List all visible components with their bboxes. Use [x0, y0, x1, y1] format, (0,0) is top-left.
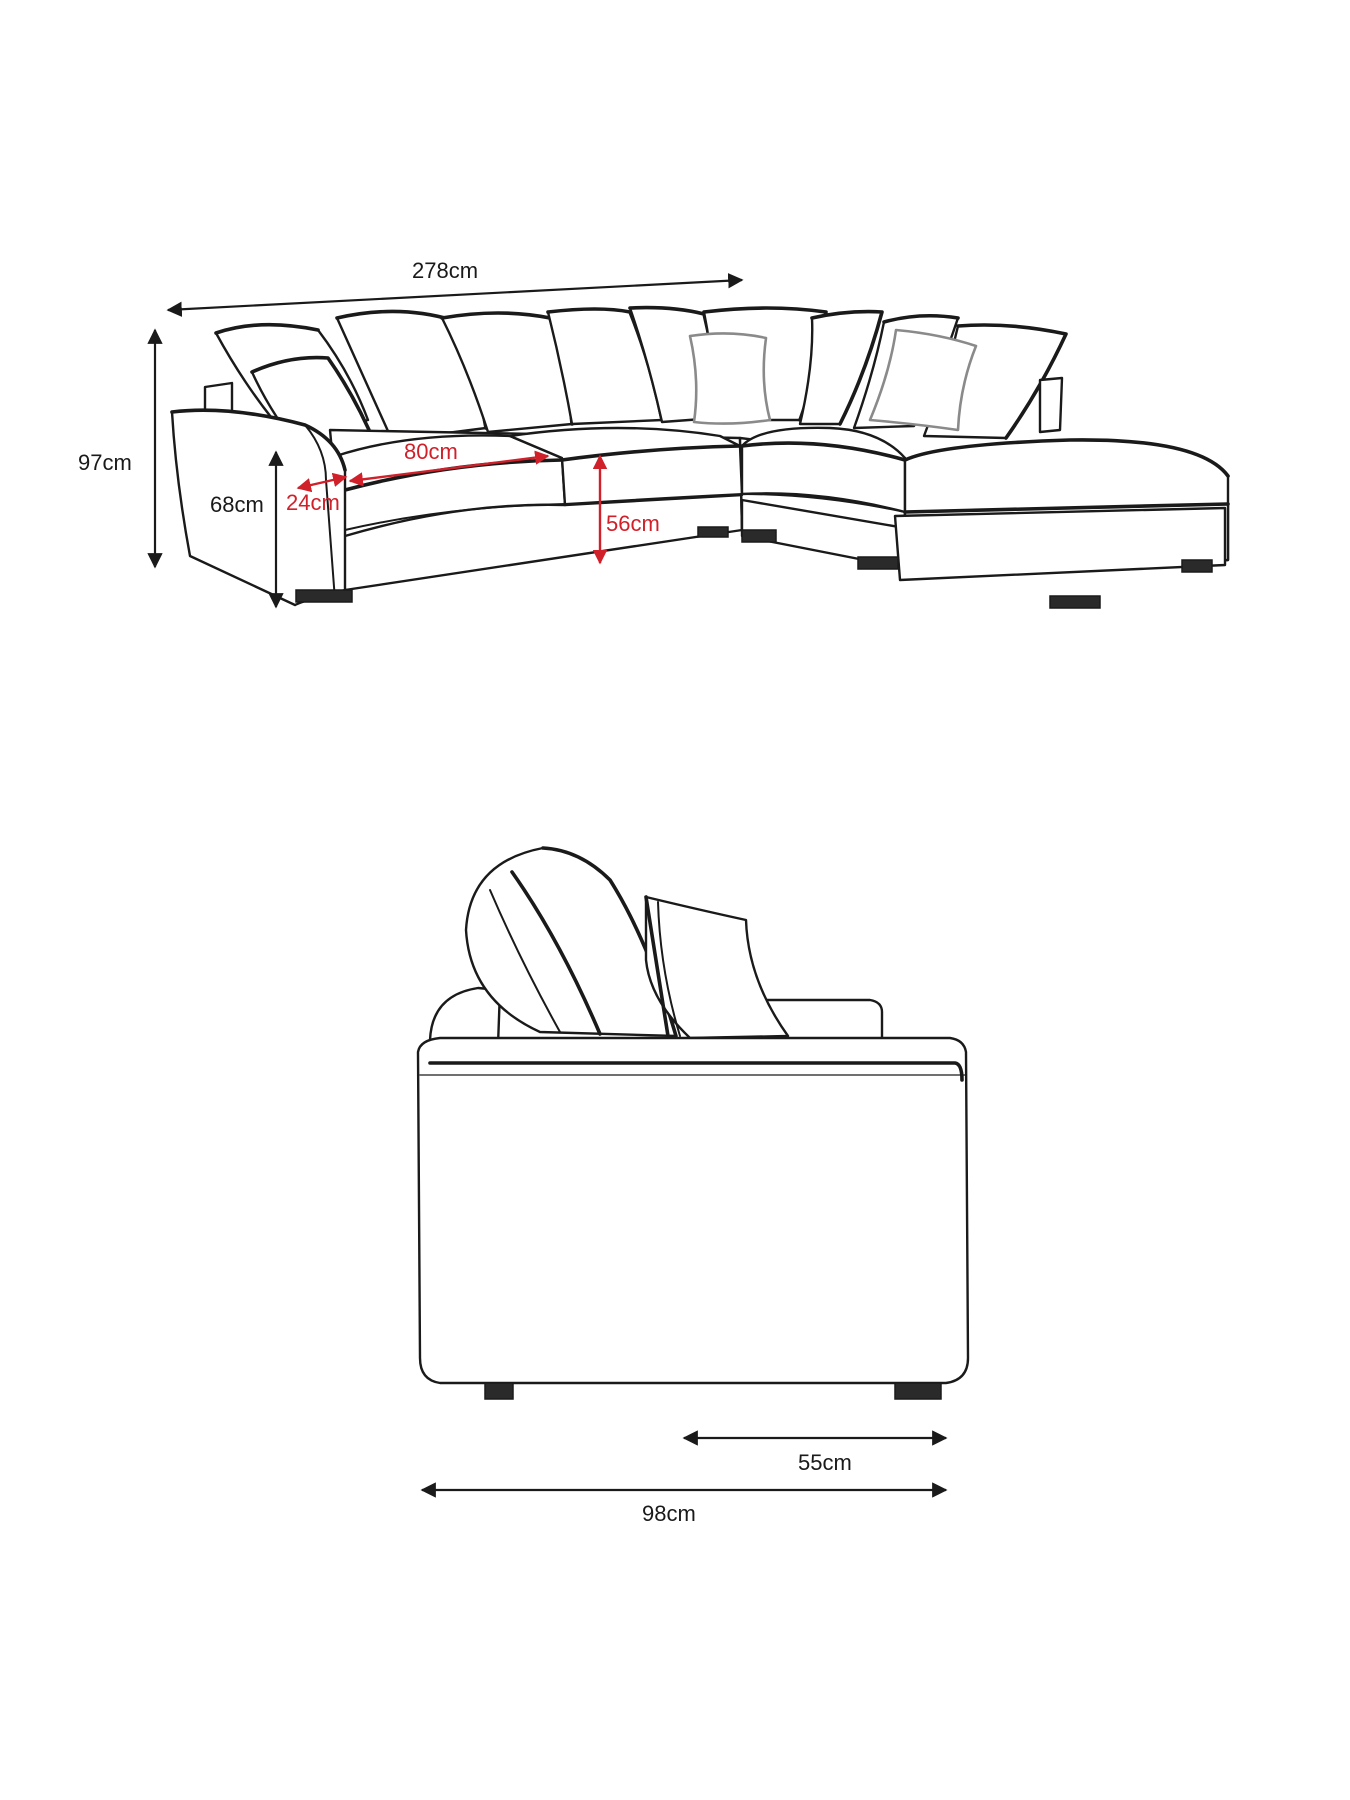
scatter-cushion-side	[644, 895, 790, 1040]
side-leg-left	[484, 1382, 514, 1400]
side-leg-right	[894, 1382, 942, 1400]
corner-sofa-drawing	[170, 305, 1230, 609]
side-view-drawing	[416, 846, 970, 1400]
back-frame	[203, 381, 234, 414]
arm-width-dimension-label: 24cm	[286, 490, 340, 515]
width-dimension-line	[166, 273, 744, 317]
side-arm-body	[416, 1036, 970, 1385]
side-view-dimensions: 55cm 98cm	[420, 1430, 948, 1526]
overall-depth-dimension-label: 98cm	[642, 1501, 696, 1526]
seat-height-dimension-label: 56cm	[606, 511, 660, 536]
seat-width-dimension-line	[348, 450, 550, 487]
top-view-dimensions: 278cm 97cm 68cm 24cm 80cm 56cm	[78, 258, 744, 609]
seat-width-dimension-label: 80cm	[404, 439, 458, 464]
width-dimension-label: 278cm	[412, 258, 478, 283]
arm-width-dimension-line	[296, 472, 348, 493]
height-dimension-label: 97cm	[78, 450, 132, 475]
seat-depth-dimension-label: 55cm	[798, 1450, 852, 1475]
arm-height-dimension-label: 68cm	[210, 492, 264, 517]
back-cushions	[214, 305, 1068, 454]
sofa-legs	[295, 526, 1213, 609]
chaise-footstool	[893, 438, 1230, 582]
